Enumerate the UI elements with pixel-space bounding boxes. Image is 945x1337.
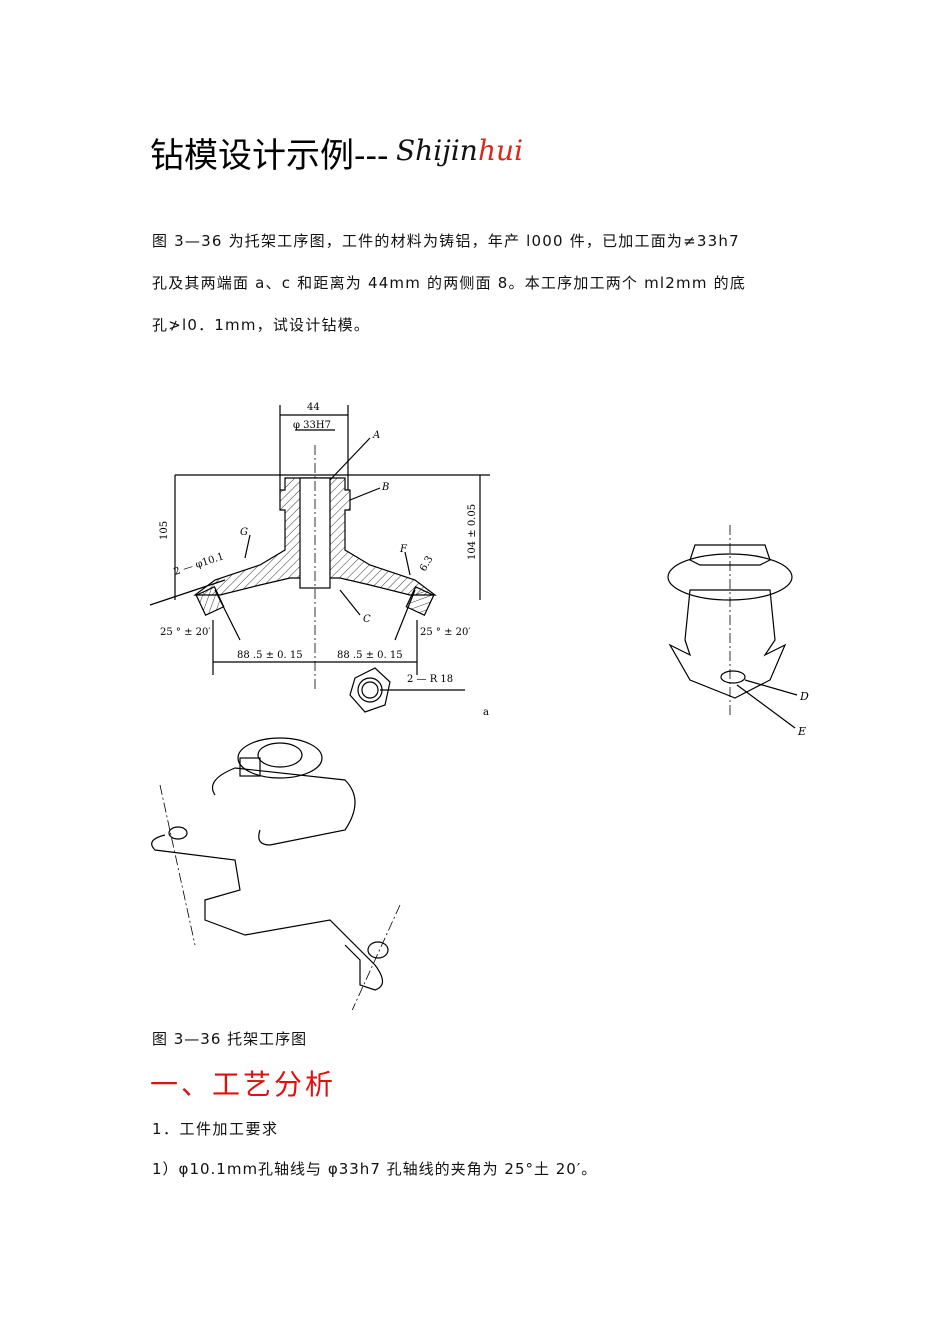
logo-text-dark: Shijin: [396, 134, 478, 167]
intro-line-2: 孔及其两端面 a、c 和距离为 44mm 的两侧面 8。本工序加工两个 ml2m…: [152, 274, 747, 292]
shijinhui-logo: Shijin hui: [396, 134, 523, 167]
bracket-process-drawing: 44 φ 33H7 105 104 ± 0.05 2 — φ10.1 25 ° …: [149, 402, 809, 1010]
isometric-view: [151, 737, 401, 1010]
dim-hole-label: 2 — φ10.1: [173, 551, 226, 578]
right-span-label: 88 .5 ± 0. 15: [337, 650, 403, 661]
intro-paragraph: 图 3—36 为托架工序图，工件的材料为铸铝，年产 l000 件，已加工面为≠3…: [152, 220, 812, 346]
label-a-lower: a: [483, 707, 489, 718]
requirement-heading: 1．工件加工要求: [152, 1120, 279, 1138]
dim-44-label: 44: [307, 402, 320, 413]
radius-label: 2 — R 18: [407, 674, 453, 685]
intro-line-3: 孔≯l0．1mm，试设计钻模。: [152, 316, 371, 334]
section-heading: 一、工艺分析: [150, 1068, 337, 1101]
dim-104-label: 104 ± 0.05: [467, 504, 478, 560]
label-b: B: [381, 482, 389, 493]
label-c: C: [363, 614, 371, 625]
top-view-labels: D E: [797, 690, 809, 738]
angle-left-label: 25 ° ± 20′: [160, 627, 211, 638]
label-e: E: [797, 725, 806, 738]
document-title: 钻模设计示例---: [150, 136, 389, 176]
left-span-label: 88 .5 ± 0. 15: [237, 650, 303, 661]
label-a-upper: A: [372, 430, 380, 441]
label-d: D: [799, 690, 809, 703]
angle-right-label: 25 ° ± 20′: [420, 627, 471, 638]
dim-105-label: 105: [159, 521, 170, 540]
dim-bore-label: φ 33H7: [293, 420, 331, 431]
intro-line-1: 图 3—36 为托架工序图，工件的材料为铸铝，年产 l000 件，已加工面为≠3…: [152, 232, 740, 250]
label-f: F: [399, 544, 408, 555]
logo-text-red: hui: [478, 134, 523, 167]
figure-caption: 图 3—36 托架工序图: [152, 1030, 308, 1048]
dim-6-label: 6.3: [418, 554, 435, 573]
requirement-item-1: 1）φ10.1mm孔轴线与 φ33h7 孔轴线的夹角为 25°土 20′。: [152, 1160, 598, 1178]
section-view: [149, 405, 490, 713]
top-view: [667, 525, 798, 729]
label-g: G: [240, 527, 248, 538]
